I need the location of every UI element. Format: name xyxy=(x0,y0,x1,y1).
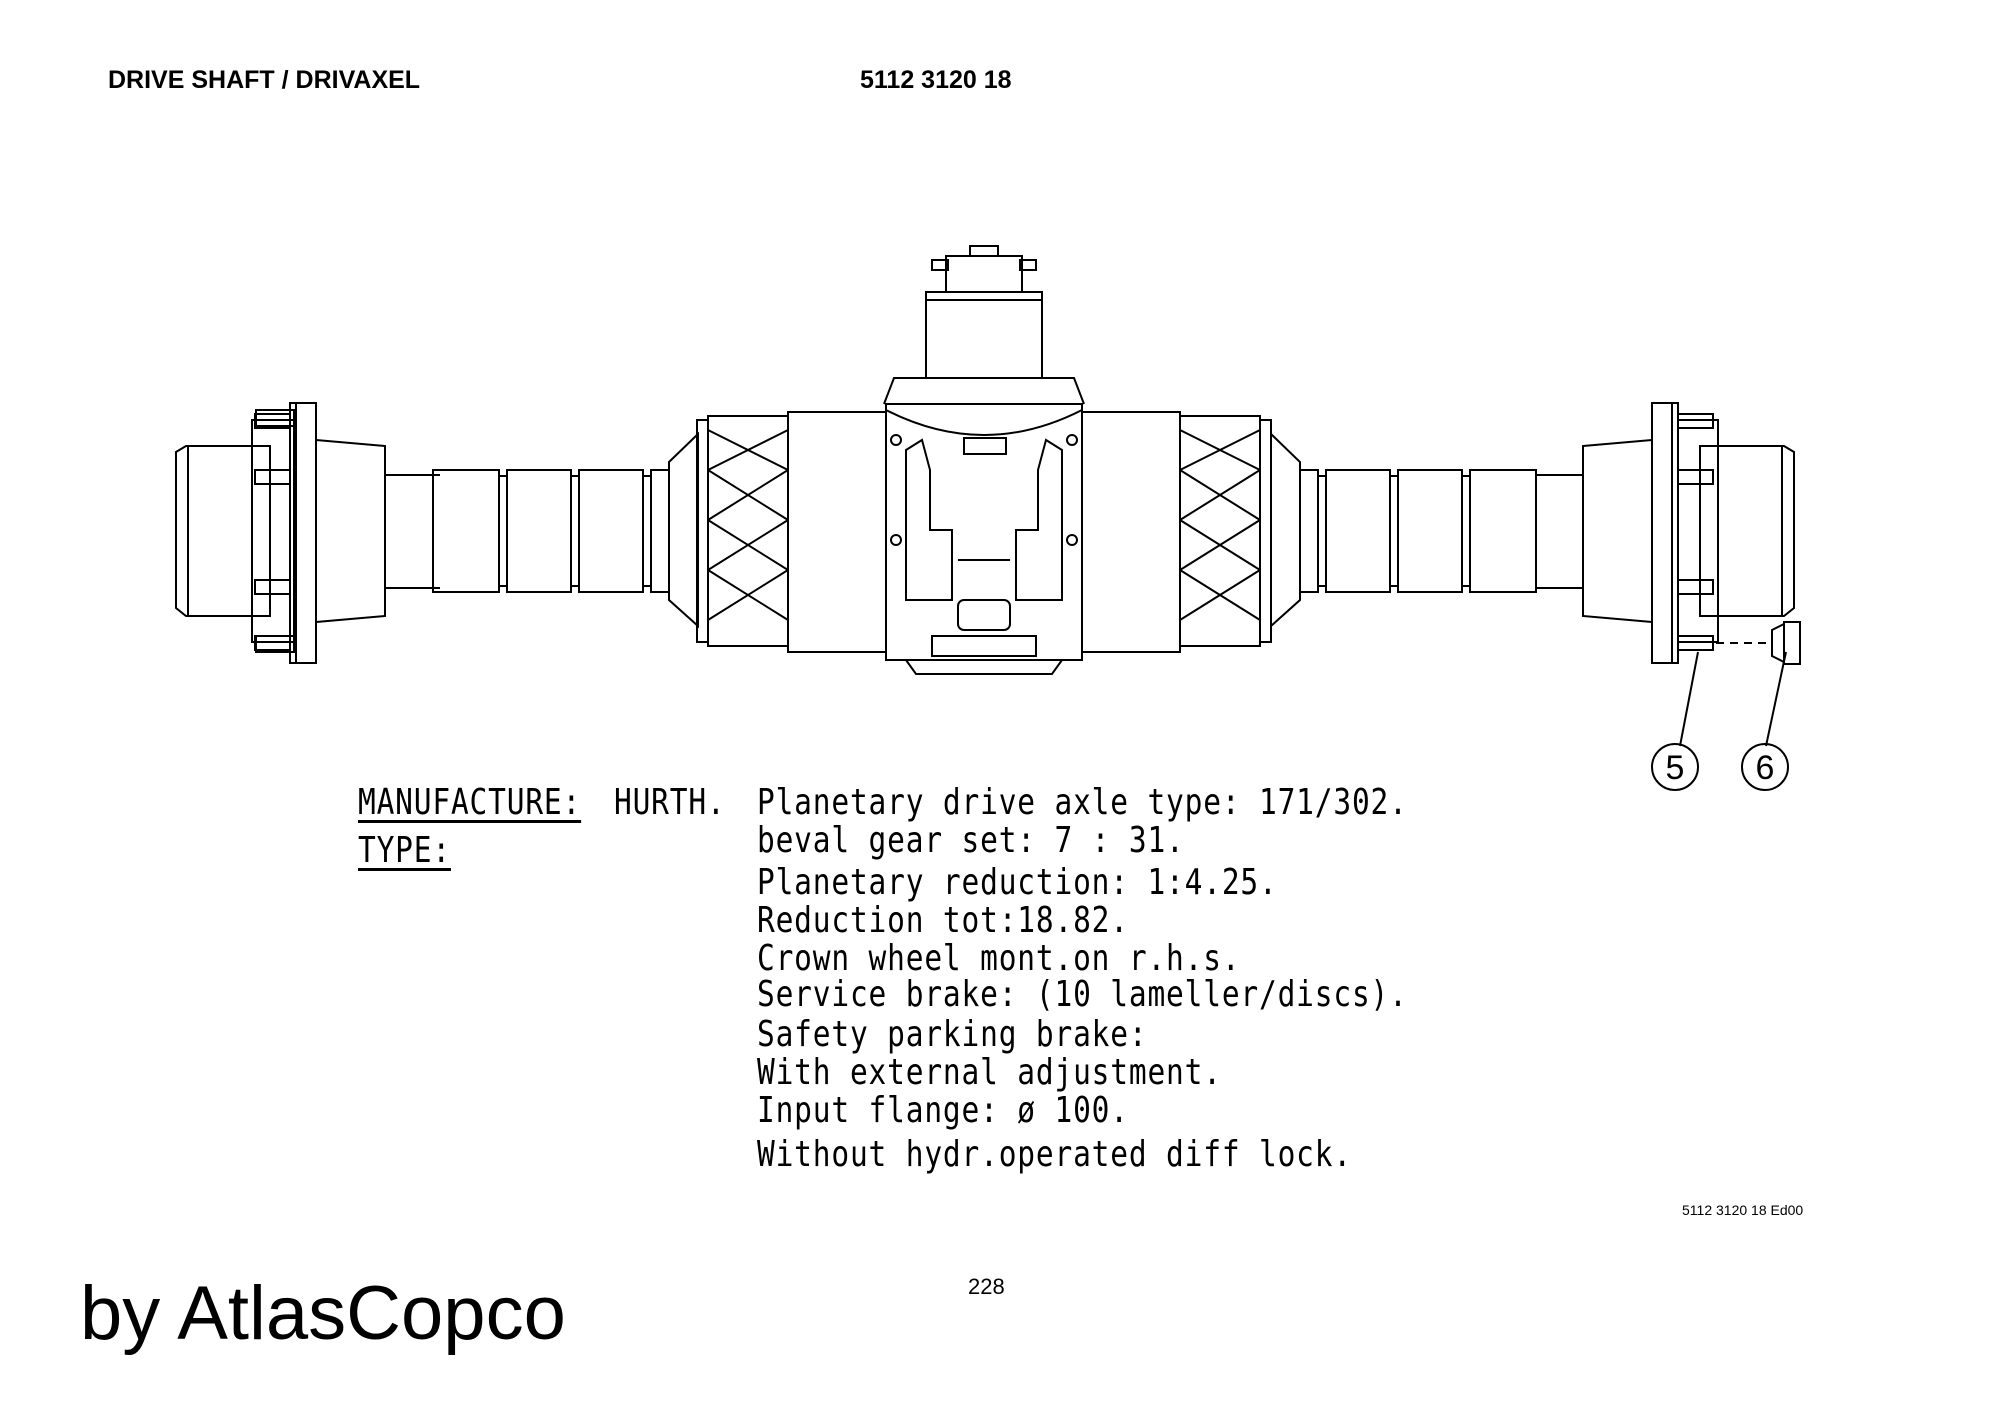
left-brake-housing xyxy=(696,411,887,653)
document-title: DRIVE SHAFT / DRIVAXEL xyxy=(108,66,421,94)
part-number: 5112 3120 18 xyxy=(860,66,1012,94)
callout-6-label: 6 xyxy=(1756,749,1775,787)
callout-6: 6 xyxy=(1741,743,1789,791)
input-flange xyxy=(925,245,1043,379)
page-number: 228 xyxy=(968,1274,1005,1299)
right-wheel-hub xyxy=(1536,402,1795,664)
spec-line: Safety parking brake: xyxy=(757,1014,1148,1055)
right-axle-tube xyxy=(1270,431,1537,629)
spec-line: With external adjustment. xyxy=(757,1052,1222,1093)
manufacture-label: MANUFACTURE: xyxy=(358,782,582,823)
spec-line: Input flange: ø 100. xyxy=(757,1090,1129,1131)
spec-line: Reduction tot:18.82. xyxy=(757,900,1129,941)
brand-watermark: by AtlasCopco xyxy=(80,1271,566,1356)
right-brake-housing xyxy=(1081,411,1272,653)
spec-line: beval gear set: 7 : 31. xyxy=(757,820,1185,861)
spec-line: Planetary drive axle type: 171/302. xyxy=(757,782,1408,823)
left-axle-tube xyxy=(432,431,699,629)
callout-leaders xyxy=(1679,651,1787,747)
type-label: TYPE: xyxy=(358,830,451,871)
manufacture-value: HURTH. xyxy=(614,782,726,823)
callout-5: 5 xyxy=(1651,743,1699,791)
spec-line: Crown wheel mont.on r.h.s. xyxy=(757,938,1241,979)
wheel-nut-part xyxy=(1716,621,1801,665)
left-wheel-hub xyxy=(175,402,440,664)
spec-line: Planetary reduction: 1:4.25. xyxy=(757,862,1278,903)
differential-housing xyxy=(883,377,1085,675)
drawing-reference: 5112 3120 18 Ed00 xyxy=(1682,1202,1804,1218)
spec-line: Service brake: (10 lameller/discs). xyxy=(757,974,1408,1015)
callout-5-label: 5 xyxy=(1666,749,1685,787)
spec-line: Without hydr.operated diff lock. xyxy=(757,1134,1352,1175)
